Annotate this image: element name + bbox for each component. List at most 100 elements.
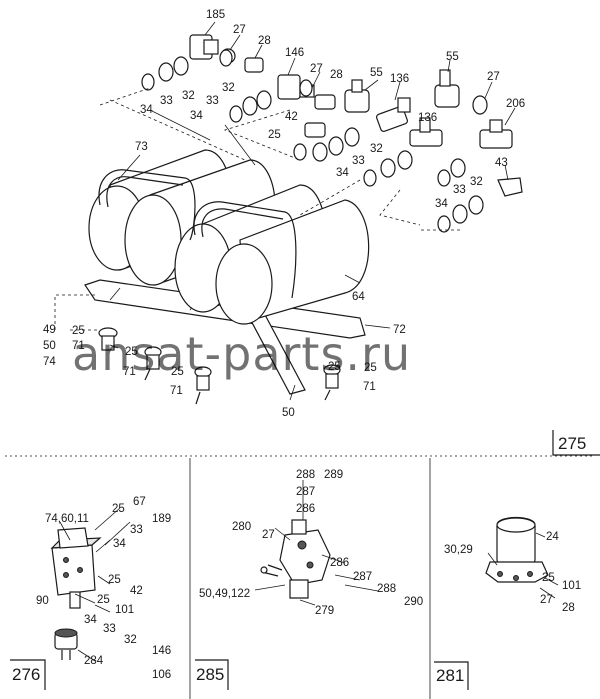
drain-valve (323, 364, 341, 401)
callout-49: 49 (43, 324, 56, 336)
callout-90: 90 (36, 595, 49, 607)
panel-281: 24 30,29 25 101 27 28 281 (434, 516, 581, 690)
callout-28b: 28 (330, 69, 343, 81)
callout-101b: 101 (562, 580, 581, 592)
callout-284: 284 (84, 655, 104, 667)
callout-32c: 32 (370, 143, 383, 155)
callout-32: 32 (182, 90, 195, 102)
fitting-146 (277, 74, 336, 110)
air-tank (215, 199, 370, 325)
callout-71b: 71 (123, 366, 136, 378)
panel-276: 74,60,11 25 67 33 189 34 90 25 42 25 101… (10, 496, 171, 690)
callout-279: 279 (315, 605, 334, 617)
callout-32e: 32 (124, 634, 137, 646)
fitting-55 (344, 79, 370, 113)
valve-286 (260, 519, 331, 599)
callout-34e: 34 (113, 538, 126, 550)
callout-33: 33 (160, 95, 173, 107)
callout-25f: 25 (328, 361, 341, 373)
callout-25c: 25 (72, 325, 85, 337)
callout-25: 25 (268, 129, 281, 141)
callouts-top: 185 27 28 32 33 34 146 27 28 55 136 32 3… (43, 9, 525, 419)
fitting-185 (189, 34, 264, 73)
callout-74-60-11: 74,60,11 (45, 513, 89, 525)
callout-27c: 27 (487, 71, 500, 83)
callout-286b: 286 (330, 557, 349, 569)
callout-101: 101 (115, 604, 134, 616)
callout-33d: 33 (453, 184, 466, 196)
callout-50: 50 (43, 340, 56, 352)
callout-72: 72 (393, 324, 406, 336)
callout-27: 27 (233, 24, 246, 36)
callout-280: 280 (232, 521, 251, 533)
fitting-136-right (409, 117, 443, 147)
figure-number-276: 276 (12, 665, 40, 684)
callout-71: 71 (72, 340, 85, 352)
callout-32d: 32 (470, 176, 483, 188)
callout-33f: 33 (103, 623, 116, 635)
callout-71d: 71 (363, 381, 376, 393)
fitting-43 (497, 177, 523, 197)
callout-50-49-122: 50,49,122 (199, 588, 250, 600)
callout-32b: 32 (222, 82, 235, 94)
callout-67: 67 (133, 496, 146, 508)
callout-42: 42 (285, 111, 298, 123)
callout-73: 73 (135, 141, 148, 153)
callout-64: 64 (352, 291, 365, 303)
fitting-42 (304, 122, 326, 138)
callout-185: 185 (206, 9, 225, 21)
callout-27e: 27 (540, 594, 553, 606)
panel-285: 288 289 287 286 280 27 286 287 288 290 5… (195, 469, 423, 690)
callout-50b: 50 (282, 407, 295, 419)
callout-74: 74 (43, 356, 56, 368)
callout-106: 106 (152, 669, 171, 681)
callout-136: 136 (390, 73, 409, 85)
callout-287: 287 (296, 486, 315, 498)
valve-block-276 (50, 527, 102, 609)
callout-33b: 33 (206, 95, 219, 107)
callout-55b: 55 (446, 51, 459, 63)
callout-288: 288 (296, 469, 315, 481)
callout-43: 43 (495, 157, 508, 169)
callout-290: 290 (404, 596, 423, 608)
washer-rings (141, 49, 488, 233)
callout-24: 24 (546, 531, 559, 543)
callout-136b: 136 (418, 112, 437, 124)
callout-25g: 25 (112, 503, 125, 515)
callout-25b: 25 (364, 362, 377, 374)
callout-25h: 25 (108, 574, 121, 586)
callout-71c: 71 (170, 385, 183, 397)
callout-42b: 42 (130, 585, 143, 597)
fitting-206 (479, 119, 513, 149)
callout-34c: 34 (336, 167, 349, 179)
callout-27b: 27 (310, 63, 323, 75)
drain-valve (98, 327, 118, 351)
figure-number-281: 281 (436, 666, 464, 685)
fitting-136 (376, 97, 411, 133)
callout-286: 286 (296, 503, 315, 515)
callout-33e: 33 (130, 524, 143, 536)
callout-146: 146 (285, 47, 304, 59)
drain-valve (194, 366, 212, 405)
callout-33c: 33 (352, 155, 365, 167)
callout-289: 289 (324, 469, 343, 481)
callout-146b: 146 (152, 645, 171, 657)
air-reservoir-assembly (54, 21, 523, 405)
callout-34: 34 (140, 104, 153, 116)
valve-284 (54, 628, 78, 660)
callout-30-29: 30,29 (444, 544, 473, 556)
callout-27d: 27 (262, 529, 275, 541)
callout-206: 206 (506, 98, 525, 110)
callout-28c: 28 (562, 602, 575, 614)
air-dryer-281 (485, 516, 549, 583)
callout-288b: 288 (377, 583, 396, 595)
callout-28: 28 (258, 35, 271, 47)
figure-number-275: 275 (552, 430, 600, 456)
callout-55: 55 (370, 67, 383, 79)
figure-number-285: 285 (196, 665, 224, 684)
callout-287b: 287 (353, 571, 372, 583)
callout-34f: 34 (84, 614, 97, 626)
watermark-text: ansat-parts.ru (72, 327, 411, 381)
callout-25e: 25 (171, 366, 184, 378)
